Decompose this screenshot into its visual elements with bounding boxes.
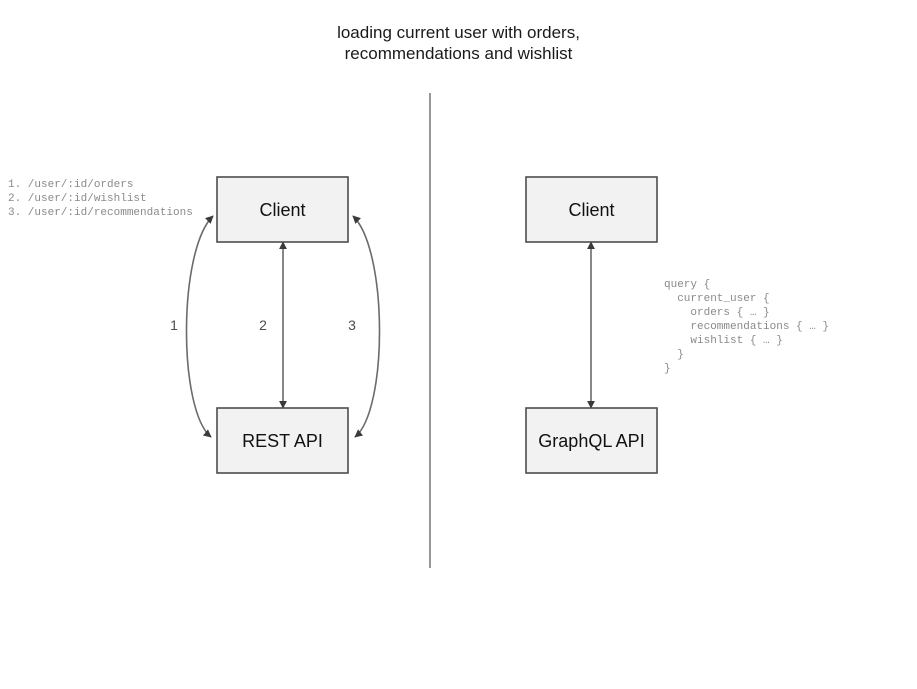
rest-edge-label-1: 1 <box>170 317 178 333</box>
rest-edge-3 <box>352 215 381 438</box>
graphql-api-box-label: GraphQL API <box>538 431 644 451</box>
rest-edge-label-3: 3 <box>348 317 356 333</box>
rest-endpoints-list: 1. /user/:id/orders 2. /user/:id/wishlis… <box>8 179 193 219</box>
graphql-api-box[interactable] <box>525 407 658 474</box>
graphql-query-snippet: query { current_user { orders { … } reco… <box>664 279 830 375</box>
rest-api-box[interactable] <box>216 407 349 474</box>
page-title: loading current user with orders, recomm… <box>337 23 580 63</box>
rest-edge-1 <box>185 215 214 438</box>
rest-client-box-label: Client <box>259 200 305 220</box>
graphql-client-box-label: Client <box>568 200 614 220</box>
graphql-client-box[interactable] <box>525 176 658 243</box>
rest-edge-label-2: 2 <box>259 317 267 333</box>
rest-api-box-label: REST API <box>242 431 323 451</box>
rest-client-box[interactable] <box>216 176 349 243</box>
